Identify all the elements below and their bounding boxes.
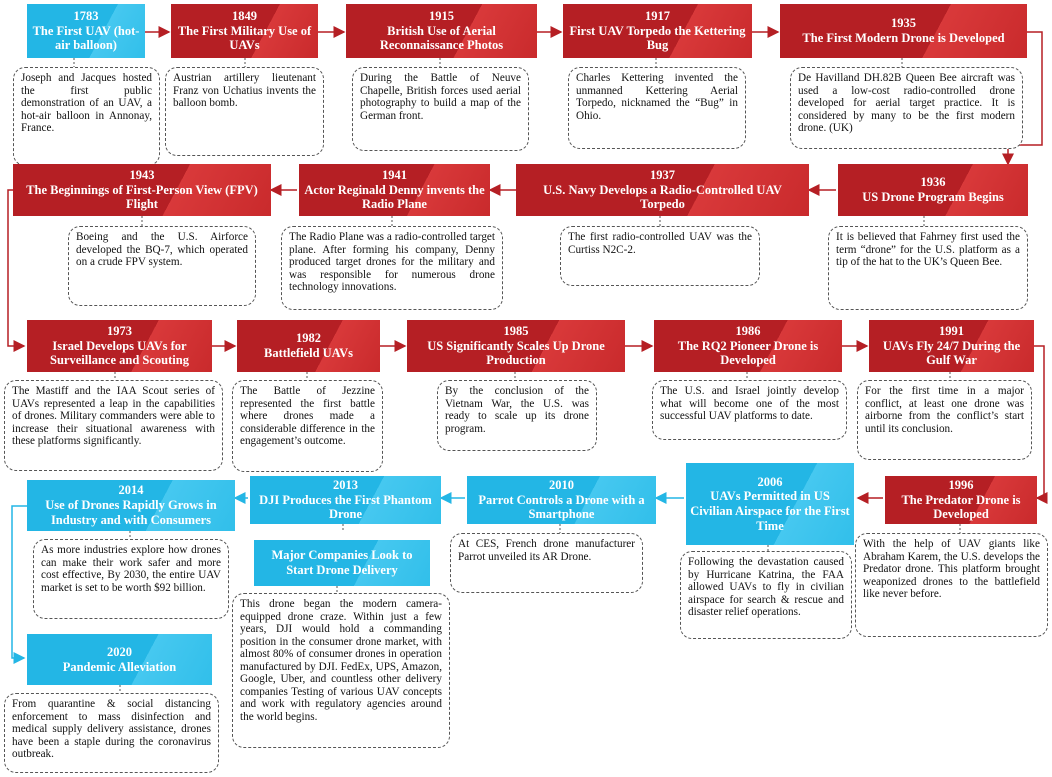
- arrow-1943-1973: [7, 189, 26, 352]
- year-2020: 2020: [107, 644, 132, 659]
- year-2010: 2010: [549, 477, 574, 492]
- desc-1943: Boeing and the U.S. Airforce developed t…: [68, 226, 256, 306]
- year-2006: 2006: [757, 474, 783, 489]
- header-1996: 1996 The Predator Drone is Developed: [885, 476, 1037, 524]
- desc-1849: Austrian artillery lieutenant Franz von …: [165, 67, 324, 156]
- year-1936: 1936: [920, 175, 946, 190]
- header-stems: [73, 58, 961, 693]
- header-2020: 2020 Pandemic Alleviation: [27, 634, 212, 685]
- year-1783: 1783: [73, 8, 99, 23]
- desc-1996: With the help of UAV giants like Abraham…: [855, 533, 1048, 637]
- desc-1991: For the first time in a major conflict, …: [857, 380, 1032, 460]
- arrow-2014-2020: [11, 505, 27, 664]
- desc-1982: The Battle of Jezzine represented the fi…: [232, 380, 383, 472]
- year-1937: 1937: [650, 167, 675, 182]
- title-1991: UAVs Fly 24/7 During the Gulf War: [882, 338, 1021, 368]
- header-2006: 2006 UAVs Permitted in US Civilian Airsp…: [686, 463, 854, 545]
- title-1941: Actor Reginald Denny invents the Radio P…: [304, 182, 485, 212]
- title-1917: First UAV Torpedo the Kettering Bug: [569, 23, 746, 53]
- title-2013: DJI Produces the First Phantom Drone: [259, 492, 432, 522]
- title-1982: Battlefield UAVs: [263, 346, 353, 360]
- year-1973: 1973: [107, 323, 132, 338]
- year-1935: 1935: [891, 16, 916, 31]
- year-1849: 1849: [232, 8, 257, 23]
- year-1996: 1996: [948, 477, 974, 492]
- title-1937: U.S. Navy Develops a Radio-Controlled UA…: [543, 182, 782, 212]
- header-2014: 2014 Use of Drones Rapidly Grows in Indu…: [27, 480, 235, 531]
- year-1917: 1917: [645, 8, 670, 23]
- header-2013-delivery: Major Companies Look to Start Drone Deli…: [254, 540, 430, 586]
- title-1973: Israel Develops UAVs for Surveillance an…: [50, 338, 189, 368]
- header-1783: 1783 The First UAV (hot-air balloon): [27, 4, 145, 58]
- header-1943: 1943 The Beginnings of First-Person View…: [13, 164, 271, 216]
- header-1935: 1935 The First Modern Drone is Developed: [780, 4, 1027, 58]
- header-1973: 1973 Israel Develops UAVs for Surveillan…: [27, 320, 212, 372]
- header-1982: 1982 Battlefield UAVs: [237, 320, 380, 372]
- year-1943: 1943: [129, 167, 155, 182]
- title-1936: US Drone Program Begins: [862, 190, 1004, 204]
- title-1943: The Beginnings of First-Person View (FPV…: [26, 182, 258, 212]
- desc-2006: Following the devastation caused by Hurr…: [680, 551, 852, 639]
- title-1915: British Use of Aerial Reconnaissance Pho…: [379, 23, 504, 53]
- year-1982: 1982: [296, 331, 321, 346]
- desc-1986: The U.S. and Israel jointly develop what…: [652, 380, 847, 440]
- desc-1941: The Radio Plane was a radio-controlled t…: [281, 226, 503, 310]
- title-2014: Use of Drones Rapidly Grows in Industry …: [45, 498, 217, 527]
- desc-1937: The first radio-controlled UAV was the C…: [560, 226, 760, 286]
- header-1985: 1985 US Significantly Scales Up Drone Pr…: [407, 320, 625, 372]
- header-1937: 1937 U.S. Navy Develops a Radio-Controll…: [516, 164, 809, 216]
- header-2013: 2013 DJI Produces the First Phantom Dron…: [250, 476, 441, 524]
- desc-2010: At CES, French drone manufacturer Parrot…: [450, 533, 643, 593]
- desc-2020: From quarantine & social distancing enfo…: [4, 693, 219, 773]
- header-1849: 1849 The First Military Use of UAVs: [171, 4, 318, 58]
- header-2010: 2010 Parrot Controls a Drone with a Smar…: [467, 476, 656, 524]
- arrow-1991-1996: [1034, 345, 1048, 504]
- year-2013: 2013: [333, 477, 358, 492]
- year-1985: 1985: [503, 323, 529, 338]
- header-1991: 1991 UAVs Fly 24/7 During the Gulf War: [869, 320, 1034, 372]
- title-1996: The Predator Drone is Developed: [901, 492, 1021, 522]
- title-2010: Parrot Controls a Drone with a Smartphon…: [478, 492, 645, 522]
- desc-1915: During the Battle of Neuve Chapelle, Bri…: [352, 67, 529, 151]
- title-1849: The First Military Use of UAVs: [177, 23, 312, 53]
- title-1985: US Significantly Scales Up Drone Product…: [427, 338, 605, 368]
- desc-1935: De Havilland DH.82B Queen Bee aircraft w…: [790, 67, 1023, 149]
- year-2014: 2014: [118, 483, 144, 498]
- title-2020: Pandemic Alleviation: [62, 659, 177, 674]
- year-1991: 1991: [939, 323, 964, 338]
- header-1915: 1915 British Use of Aerial Reconnaissanc…: [346, 4, 537, 58]
- desc-1783: Joseph and Jacques hosted the first publ…: [13, 67, 160, 166]
- year-1941: 1941: [382, 167, 407, 182]
- header-1986: 1986 The RQ2 Pioneer Drone is Developed: [654, 320, 842, 372]
- desc-1936: It is believed that Fahrney first used t…: [828, 226, 1028, 310]
- title-1783: The First UAV (hot-air balloon): [32, 23, 140, 53]
- desc-1973: The Mastiff and the IAA Scout series of …: [4, 380, 223, 471]
- desc-1985: By the conclusion of the Vietnam War, th…: [437, 380, 597, 451]
- year-1986: 1986: [735, 323, 761, 338]
- title-2013-delivery: Major Companies Look to Start Drone Deli…: [271, 548, 413, 577]
- header-1936: 1936 US Drone Program Begins: [838, 164, 1028, 216]
- arrow-1935-1936: [1002, 31, 1043, 166]
- title-1986: The RQ2 Pioneer Drone is Developed: [677, 338, 819, 368]
- title-1935: The First Modern Drone is Developed: [802, 31, 1005, 45]
- header-1917: 1917 First UAV Torpedo the Kettering Bug: [563, 4, 752, 58]
- desc-1917: Charles Kettering invented the unmanned …: [568, 67, 746, 149]
- title-2006: UAVs Permitted in US Civilian Airspace f…: [690, 489, 850, 533]
- year-1915: 1915: [429, 8, 454, 23]
- desc-2013: This drone began the modern camera-equip…: [232, 593, 450, 748]
- desc-2014: As more industries explore how drones ca…: [33, 539, 229, 619]
- header-1941: 1941 Actor Reginald Denny invents the Ra…: [299, 164, 490, 216]
